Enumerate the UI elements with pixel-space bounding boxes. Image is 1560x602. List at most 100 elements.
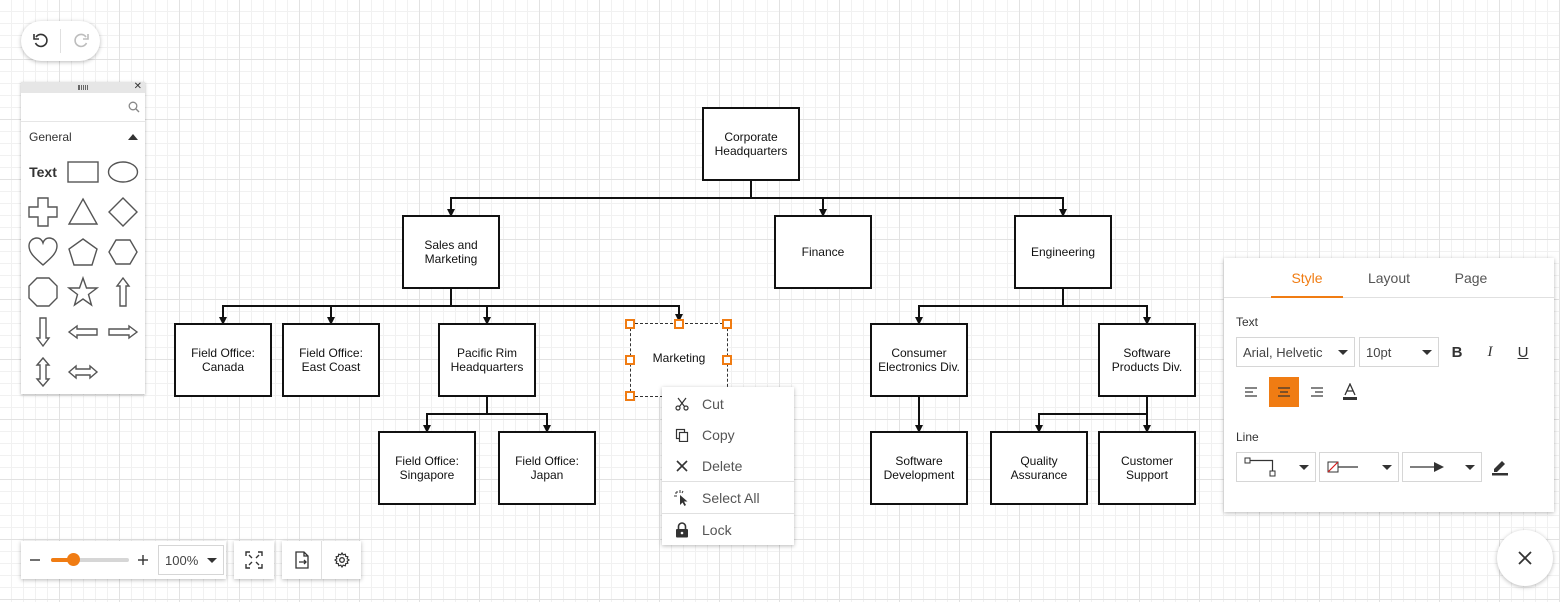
shape-toolbox: ✕ General Text (21, 81, 145, 394)
undo-button[interactable] (21, 21, 60, 61)
fit-to-page-button[interactable] (234, 541, 274, 579)
shape-diamond[interactable] (103, 192, 143, 232)
font-size-value: 10pt (1366, 344, 1392, 360)
resize-handle-bottom-left[interactable] (625, 391, 635, 401)
settings-button[interactable] (322, 541, 361, 579)
menu-item-cut[interactable]: Cut (662, 388, 794, 419)
line-start-select[interactable] (1319, 452, 1399, 482)
node-field-office-east-coast[interactable]: Field Office: East Coast (282, 323, 380, 397)
line-color-button[interactable] (1485, 452, 1515, 482)
export-button[interactable] (282, 541, 321, 579)
line-end-select[interactable] (1402, 452, 1482, 482)
node-quality-assurance[interactable]: Quality Assurance (990, 431, 1088, 505)
font-color-button[interactable] (1335, 377, 1365, 407)
menu-item-select-all[interactable]: Select All (662, 482, 794, 513)
node-sales-marketing[interactable]: Sales and Marketing (402, 215, 500, 289)
shape-arrow-up-down[interactable] (23, 352, 63, 392)
shape-octagon[interactable] (23, 272, 63, 312)
tab-page[interactable]: Page (1454, 269, 1488, 286)
shape-cross[interactable] (23, 192, 63, 232)
menu-item-lock[interactable]: Lock (662, 514, 794, 545)
tab-style[interactable]: Style (1266, 258, 1348, 298)
node-software-development[interactable]: Software Development (870, 431, 968, 505)
shape-arrow-up[interactable] (103, 272, 143, 312)
font-size-select[interactable]: 10pt (1359, 337, 1439, 367)
zoom-in-button[interactable] (129, 554, 157, 566)
connector (423, 396, 488, 433)
redo-icon (73, 33, 89, 48)
shape-star[interactable] (63, 272, 103, 312)
node-label: Customer Support (1120, 454, 1173, 482)
zoom-level-select[interactable]: 100% (158, 545, 224, 575)
node-consumer-electronics[interactable]: Consumer Electronics Div. (870, 323, 968, 397)
toolbox-drag-handle[interactable]: ✕ (21, 81, 145, 93)
lock-icon (676, 521, 688, 537)
connector-type-select[interactable] (1236, 452, 1316, 482)
node-label: Field Office: Japan (515, 454, 579, 482)
shape-group-general[interactable]: General (21, 122, 145, 152)
menu-item-label: Copy (702, 426, 735, 443)
chevron-down-icon (1338, 350, 1348, 355)
shape-triangle[interactable] (63, 192, 103, 232)
zoom-slider[interactable] (51, 553, 129, 566)
font-color-icon (1343, 383, 1357, 400)
shape-pentagon[interactable] (63, 232, 103, 272)
redo-button[interactable] (61, 21, 100, 61)
menu-item-copy[interactable]: Copy (662, 419, 794, 450)
node-field-office-singapore[interactable]: Field Office: Singapore (378, 431, 476, 505)
shape-heart[interactable] (23, 232, 63, 272)
shape-hexagon[interactable] (103, 232, 143, 272)
zoom-slider-thumb[interactable] (66, 553, 80, 566)
resize-handle-top-right[interactable] (722, 319, 732, 329)
align-right-icon (1311, 387, 1323, 397)
shape-text[interactable]: Text (29, 164, 57, 180)
node-pacific-rim-hq[interactable]: Pacific Rim Headquarters (438, 323, 536, 397)
resize-handle-top[interactable] (674, 319, 684, 329)
plus-icon (138, 555, 148, 565)
node-engineering[interactable]: Engineering (1014, 215, 1112, 289)
toolbox-close-icon[interactable]: ✕ (133, 81, 142, 92)
gear-icon (333, 552, 350, 568)
diamond-icon (108, 197, 138, 227)
ellipse-icon (107, 161, 139, 183)
resize-handle-left[interactable] (625, 355, 635, 365)
shape-arrow-down[interactable] (23, 312, 63, 352)
shape-arrow-left-right[interactable] (63, 352, 103, 392)
fit-screen-icon (245, 551, 263, 569)
shape-rectangle[interactable] (63, 152, 103, 192)
align-left-button[interactable] (1236, 377, 1266, 407)
connector (487, 413, 551, 433)
node-field-office-japan[interactable]: Field Office: Japan (498, 431, 596, 505)
node-software-products[interactable]: Software Products Div. (1098, 323, 1196, 397)
tab-layout[interactable]: Layout (1367, 269, 1411, 286)
menu-item-delete[interactable]: Delete (662, 450, 794, 481)
zoom-out-button[interactable] (21, 554, 49, 566)
node-finance[interactable]: Finance (774, 215, 872, 289)
connector (327, 305, 451, 325)
shape-arrow-left[interactable] (63, 312, 103, 352)
node-marketing[interactable]: Marketing (630, 323, 728, 397)
shape-ellipse[interactable] (103, 152, 143, 192)
close-button[interactable] (1497, 530, 1553, 586)
underline-button[interactable]: U (1517, 343, 1529, 361)
node-customer-support[interactable]: Customer Support (1098, 431, 1196, 505)
align-center-button[interactable] (1269, 377, 1299, 407)
resize-handle-top-left[interactable] (625, 319, 635, 329)
resize-handle-right[interactable] (722, 355, 732, 365)
zoom-level-value: 100% (165, 552, 199, 568)
no-line-start-icon (1327, 461, 1358, 473)
shape-arrow-right[interactable] (103, 312, 143, 352)
heart-icon (28, 237, 58, 266)
node-corporate-hq[interactable]: Corporate Headquarters (702, 107, 800, 181)
align-right-button[interactable] (1302, 377, 1332, 407)
shape-search-input[interactable] (21, 93, 145, 122)
hexagon-icon (108, 239, 138, 265)
close-icon (1518, 551, 1532, 565)
node-field-office-canada[interactable]: Field Office: Canada (174, 323, 272, 397)
font-family-value: Arial, Helvetic (1243, 344, 1323, 360)
arrow-down-icon (35, 317, 51, 348)
font-family-select[interactable]: Arial, Helvetic (1236, 337, 1355, 367)
bold-button[interactable]: B (1451, 343, 1463, 361)
shape-palette: Text (21, 152, 145, 392)
italic-button[interactable]: I (1487, 343, 1493, 360)
